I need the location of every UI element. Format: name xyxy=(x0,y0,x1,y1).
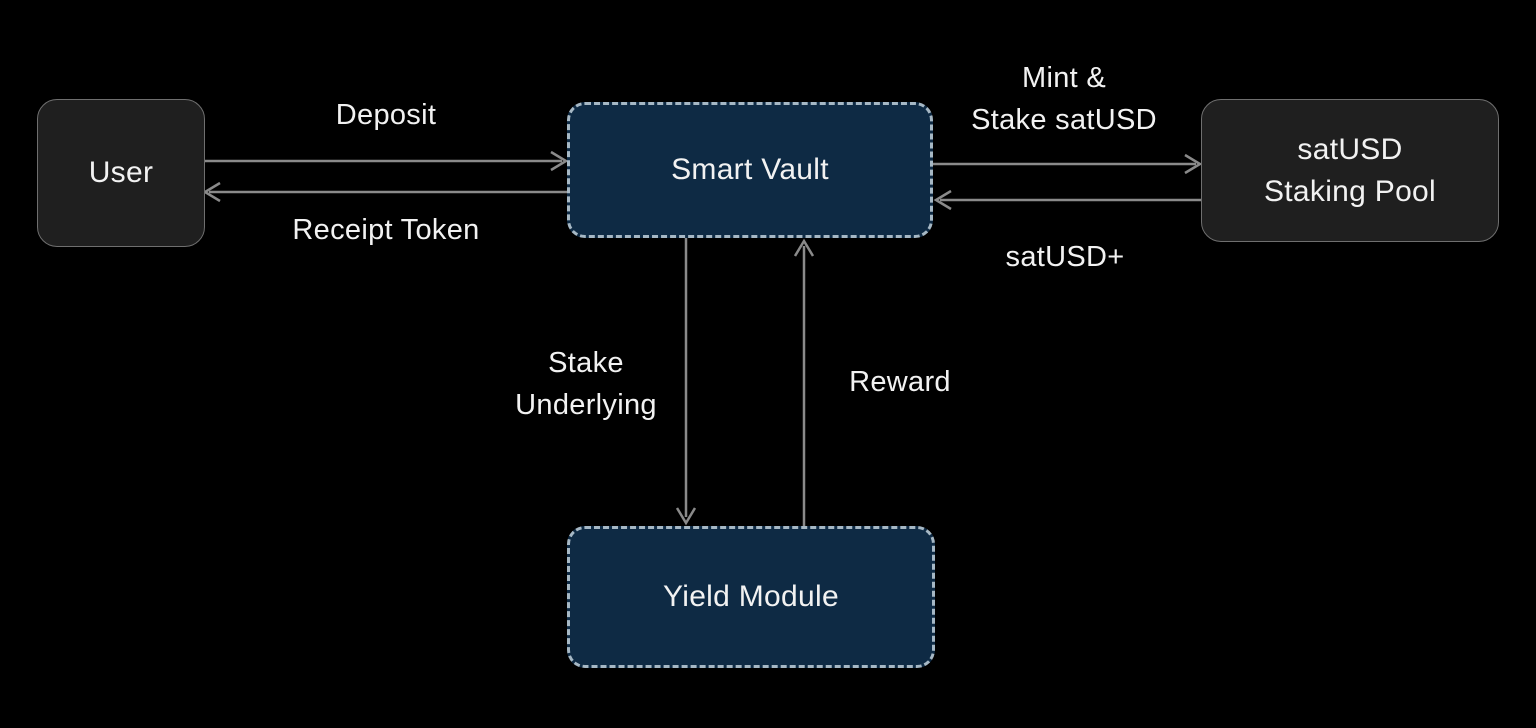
arrowhead-left-icon xyxy=(933,189,952,211)
edge-stake-underlying-arrow xyxy=(675,238,697,526)
edge-reward-arrow xyxy=(793,238,815,526)
node-user: User xyxy=(37,99,205,247)
edge-label-stake-underlying: Stake Underlying xyxy=(515,342,657,426)
edge-mint-stake-arrow xyxy=(933,153,1203,175)
edge-label-stake-underlying-line2: Underlying xyxy=(515,389,657,421)
node-yield-module-label: Yield Module xyxy=(663,580,839,613)
edge-label-mint-stake-line1: Mint & xyxy=(1021,62,1106,94)
arrowhead-down-icon xyxy=(675,507,697,526)
arrowhead-right-icon xyxy=(1184,153,1203,175)
node-staking-pool-label: satUSD Staking Pool xyxy=(1264,129,1436,213)
edge-satusd-plus-arrow xyxy=(933,189,1201,211)
edge-label-stake-underlying-line1: Stake xyxy=(548,347,624,379)
edge-label-satusd-plus: satUSD+ xyxy=(1005,241,1125,273)
node-staking-pool: satUSD Staking Pool xyxy=(1201,99,1499,242)
node-user-label: User xyxy=(88,156,154,189)
edge-receipt-token-arrow xyxy=(202,181,567,203)
arrowhead-up-icon xyxy=(793,238,815,257)
arrowhead-right-icon xyxy=(550,150,569,172)
edge-deposit-arrow xyxy=(205,150,569,172)
edge-label-reward: Reward xyxy=(849,366,951,398)
edge-label-mint-stake: Mint & Stake satUSD xyxy=(971,57,1157,141)
node-staking-pool-line1: satUSD xyxy=(1297,132,1403,166)
node-staking-pool-line2: Staking Pool xyxy=(1263,174,1437,208)
node-yield-module: Yield Module xyxy=(567,526,935,668)
node-smart-vault-label: Smart Vault xyxy=(671,153,829,186)
arrowhead-left-icon xyxy=(202,181,221,203)
edge-label-mint-stake-line2: Stake satUSD xyxy=(971,104,1157,136)
edge-label-deposit: Deposit xyxy=(335,99,437,131)
node-smart-vault: Smart Vault xyxy=(567,102,933,238)
edge-label-receipt-token: Receipt Token xyxy=(292,214,480,246)
